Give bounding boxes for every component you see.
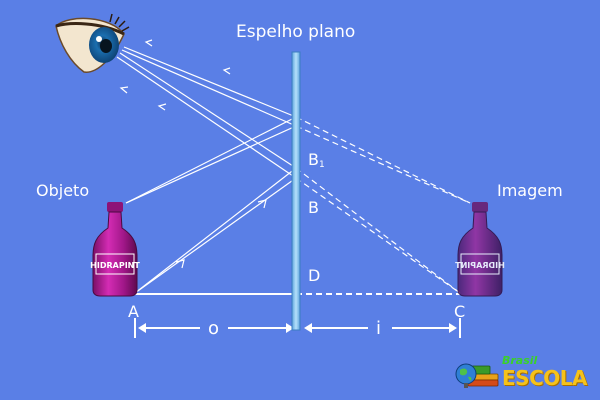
brasil-escola-logo: Brasil ESCOLA	[452, 352, 592, 392]
bottle-label: HIDRAPINT	[90, 261, 140, 270]
logo-brand-top: Brasil	[502, 354, 538, 367]
ray-arrows	[119, 39, 267, 269]
object-distance-label: o	[208, 318, 220, 339]
point-c-label: C	[454, 302, 466, 321]
image-bottle-label: HIDRAPINT	[455, 261, 505, 270]
logo-brand-main: ESCOLA	[502, 366, 587, 390]
point-d-label: D	[308, 266, 321, 285]
point-b1-subscript: 1	[318, 160, 325, 170]
globe-books-icon	[455, 363, 499, 388]
object-bottle: HIDRAPINT	[90, 202, 140, 297]
point-b1-label: B1	[308, 152, 325, 170]
image-bottle: HIDRAPINT	[455, 202, 505, 297]
mirror-title: Espelho plano	[236, 22, 356, 42]
distance-markers	[134, 318, 461, 338]
point-b1-letter: B	[308, 150, 319, 169]
plane-mirror	[291, 51, 301, 331]
object-label: Objeto	[36, 181, 90, 200]
eye-icon	[55, 13, 130, 73]
image-label: Imagem	[497, 181, 563, 200]
point-a-label: A	[128, 302, 139, 321]
light-rays	[116, 46, 297, 295]
virtual-rays	[295, 116, 471, 295]
point-b-label: B	[308, 198, 319, 217]
image-distance-label: i	[376, 318, 382, 339]
